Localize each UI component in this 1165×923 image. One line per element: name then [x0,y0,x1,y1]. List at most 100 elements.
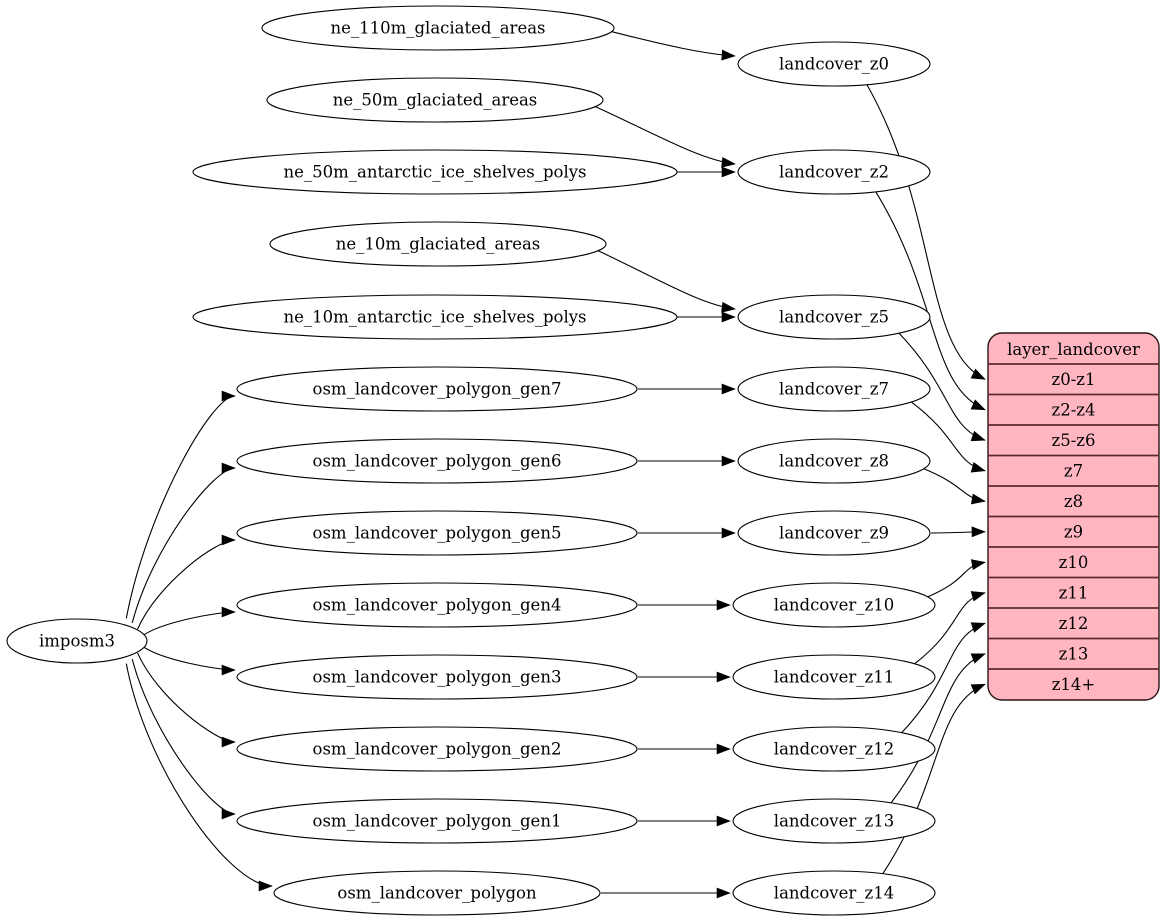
node-label: landcover_z14 [774,884,894,903]
node-osm_landcover_polygon_gen4[interactable]: osm_landcover_polygon_gen4 [236,582,638,628]
layer-node-ellipse [737,294,931,340]
edge-arrowhead [970,461,986,473]
node-label: landcover_z2 [779,163,889,182]
node-ne_50m_antarctic_ice_shelves_polys[interactable]: ne_50m_antarctic_ice_shelves_polys [192,149,678,195]
edge-arrowhead [970,430,986,442]
node-label: osm_landcover_polygon_gen1 [313,812,562,831]
node-osm_landcover_polygon_gen1[interactable]: osm_landcover_polygon_gen1 [236,798,638,844]
edge-arrowhead [721,156,736,168]
source-node-ellipse [236,438,638,484]
table-row-label: z5-z6 [1052,431,1096,450]
edge-arrowhead [721,166,736,178]
edge-arrowhead [221,534,236,546]
node-label: osm_landcover_polygon_gen3 [313,668,562,687]
node-label: osm_landcover_polygon_gen4 [313,596,562,615]
source-node-ellipse [192,294,678,340]
edge-ne_10m_glaciated_areas-to-landcover_z5 [597,249,736,310]
node-label: imposm3 [39,632,115,651]
layer-node-ellipse [732,582,936,628]
table-row-z0-z1[interactable]: z0-z1 [1052,370,1096,389]
node-label: osm_landcover_polygon [337,884,537,903]
edge-ne_110m_glaciated_areas-to-landcover_z0 [610,30,736,57]
node-ne_10m_glaciated_areas[interactable]: ne_10m_glaciated_areas [269,221,607,267]
table-row-z8[interactable]: z8 [1064,492,1083,511]
table-row-label: z10 [1059,553,1089,572]
node-landcover_z9[interactable]: landcover_z9 [737,510,931,556]
node-ne_10m_antarctic_ice_shelves_polys[interactable]: ne_10m_antarctic_ice_shelves_polys [192,294,678,340]
table-row-z14+[interactable]: z14+ [1052,675,1096,694]
edge-arrowhead [971,526,986,538]
edge-arrowhead [970,683,986,695]
node-label: ne_10m_antarctic_ice_shelves_polys [283,308,586,327]
node-osm_landcover_polygon_gen6[interactable]: osm_landcover_polygon_gen6 [236,438,638,484]
node-landcover_z8[interactable]: landcover_z8 [737,438,931,484]
edge-landcover_z13-to-row-z13 [890,653,986,804]
node-landcover_z7[interactable]: landcover_z7 [737,366,931,412]
layer-node-ellipse [732,798,936,844]
source-node-ellipse [236,582,638,628]
source-node-ellipse [273,870,601,916]
node-landcover_z11[interactable]: landcover_z11 [732,654,936,700]
edge-landcover_z14-to-row-z14+ [882,683,986,874]
table-row-z7[interactable]: z7 [1064,461,1083,480]
source-node-ellipse [261,5,615,51]
node-osm_landcover_polygon_gen7[interactable]: osm_landcover_polygon_gen7 [236,366,638,412]
node-label: osm_landcover_polygon_gen7 [313,380,562,399]
node-label: landcover_z5 [779,308,889,327]
node-landcover_z12[interactable]: landcover_z12 [732,726,936,772]
node-label: landcover_z0 [779,55,889,74]
source-node-ellipse [236,510,638,556]
table-row-label: z11 [1059,583,1089,602]
edge-arrowhead [721,301,736,313]
edge-imposm3-to-osm_landcover_polygon_gen3 [140,644,236,671]
source-node-ellipse [236,654,638,700]
node-osm_landcover_polygon_gen3[interactable]: osm_landcover_polygon_gen3 [236,654,638,700]
table-row-z11[interactable]: z11 [1059,583,1089,602]
node-label: landcover_z7 [779,380,889,399]
node-landcover_z5[interactable]: landcover_z5 [737,294,931,340]
node-ne_110m_glaciated_areas[interactable]: ne_110m_glaciated_areas [261,5,615,51]
table-row-z9[interactable]: z9 [1064,522,1083,541]
node-label: ne_50m_antarctic_ice_shelves_polys [283,163,586,182]
node-landcover_z14[interactable]: landcover_z14 [732,870,936,916]
edge-imposm3-to-osm_landcover_polygon_gen4 [140,611,236,638]
table-row-label: z14+ [1052,675,1096,694]
edge-arrowhead [221,736,236,748]
table-row-z13[interactable]: z13 [1059,644,1089,663]
node-landcover_z10[interactable]: landcover_z10 [732,582,936,628]
table-row-label: z9 [1064,522,1083,541]
table-row-z10[interactable]: z10 [1059,553,1089,572]
edge-arrowhead [221,606,236,618]
node-label: landcover_z12 [774,740,894,759]
node-imposm3[interactable]: imposm3 [6,618,148,664]
node-label: ne_10m_glaciated_areas [336,235,541,254]
nodes-layer: imposm3 ne_110m_glaciated_areas ne_50m_gla… [6,5,936,916]
node-landcover_z13[interactable]: landcover_z13 [732,798,936,844]
edge-arrowhead [716,599,731,611]
layer-node-ellipse [737,510,931,556]
node-osm_landcover_polygon[interactable]: osm_landcover_polygon [273,870,601,916]
edge-arrowhead [258,880,273,892]
table-row-label: z7 [1064,461,1083,480]
table-row-z5-z6[interactable]: z5-z6 [1052,431,1096,450]
node-osm_landcover_polygon_gen2[interactable]: osm_landcover_polygon_gen2 [236,726,638,772]
edge-arrowhead [221,390,236,402]
edge-arrowhead [716,815,731,827]
node-landcover_z0[interactable]: landcover_z0 [737,41,931,87]
table-row-z2-z4[interactable]: z2-z4 [1052,400,1096,419]
node-label: landcover_z8 [779,452,889,471]
edge-landcover_z0-to-row-z0-z1 [866,84,986,380]
edges-layer [125,30,986,899]
edge-arrowhead [970,559,986,570]
edge-arrowhead [221,462,236,474]
node-label: landcover_z9 [779,524,889,543]
table-row-z12[interactable]: z12 [1059,614,1089,633]
edge-imposm3-to-osm_landcover_polygon_gen5 [137,539,236,630]
edge-arrowhead [721,383,736,395]
layer-node-ellipse [732,726,936,772]
node-ne_50m_glaciated_areas[interactable]: ne_50m_glaciated_areas [266,77,604,123]
node-osm_landcover_polygon_gen5[interactable]: osm_landcover_polygon_gen5 [236,510,638,556]
node-landcover_z2[interactable]: landcover_z2 [737,149,931,195]
table-row-label: z8 [1064,492,1083,511]
